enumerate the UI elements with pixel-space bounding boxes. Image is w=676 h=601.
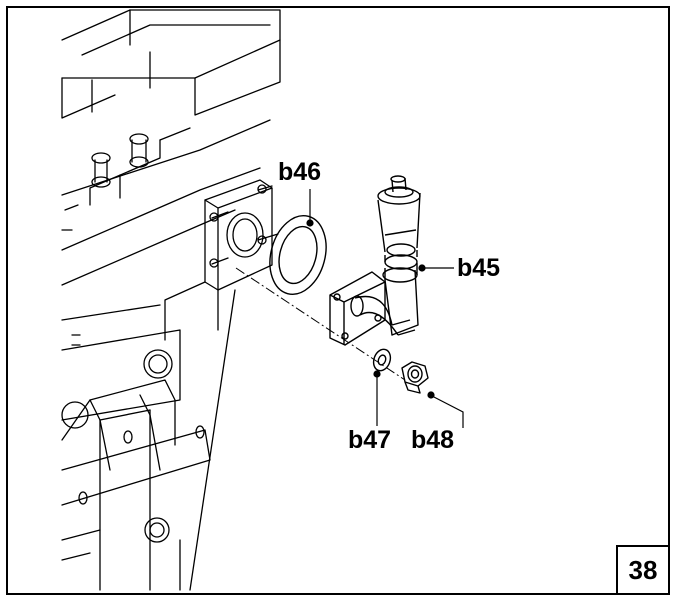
callout-b46: b46 bbox=[278, 158, 322, 186]
engine-block-drawing bbox=[61, 9, 281, 591]
diagram-border bbox=[6, 6, 670, 595]
callout-b47: b47 bbox=[348, 426, 392, 454]
assembly-axis-line bbox=[235, 267, 406, 381]
figure-number: 38 bbox=[628, 554, 658, 585]
leader-lines bbox=[306, 189, 464, 428]
callout-b45: b45 bbox=[457, 254, 501, 282]
figure-number-box: 38 bbox=[616, 545, 670, 595]
part-b48-nut bbox=[401, 361, 429, 394]
part-b47-washer bbox=[372, 348, 392, 372]
callout-b48: b48 bbox=[411, 426, 455, 454]
part-b46-gasket bbox=[269, 215, 327, 295]
part-b45-pump-elbow bbox=[329, 175, 421, 346]
